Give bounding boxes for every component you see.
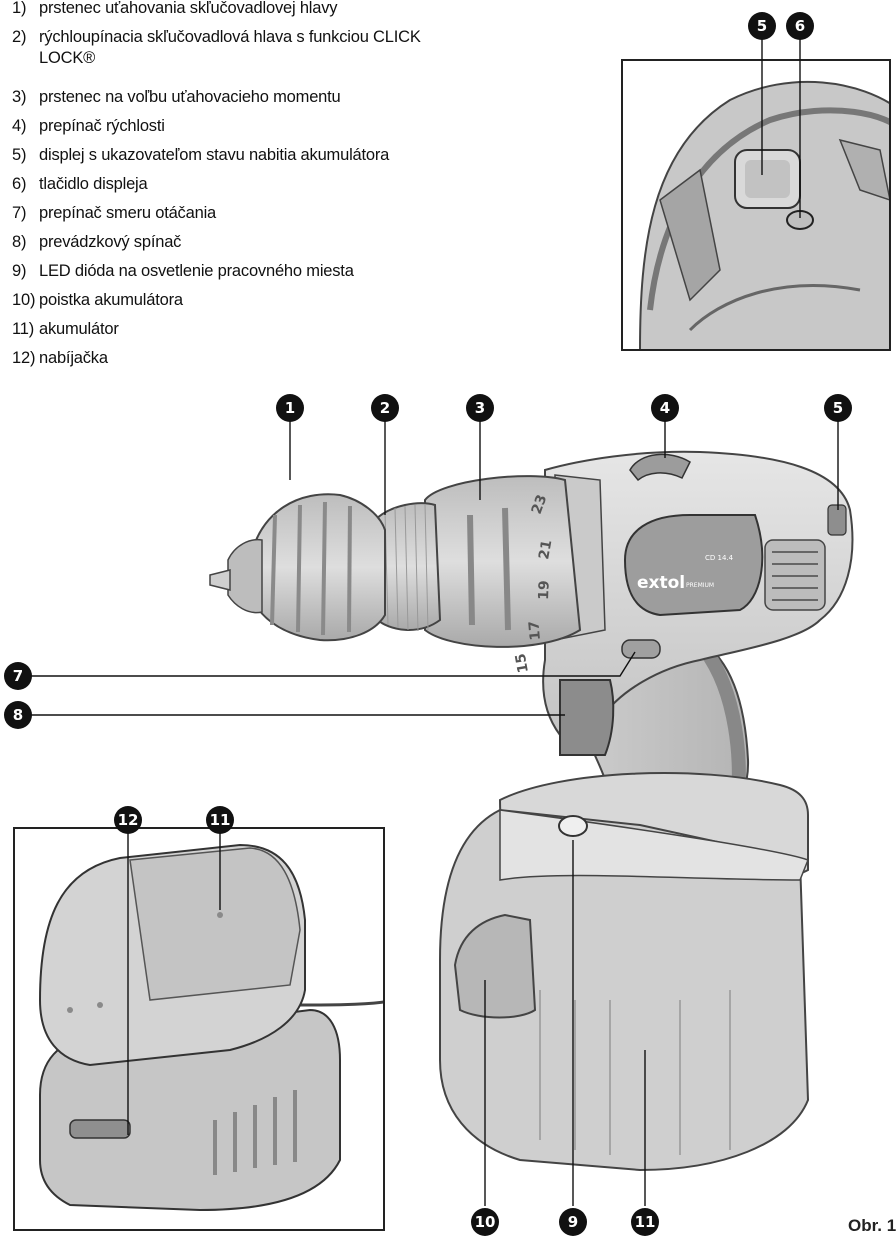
legend-text: prepínač rýchlosti	[39, 117, 165, 135]
legend-item-9: 9) LED dióda na osvetlenie pracovného mie…	[12, 261, 482, 282]
callout-badge: 5	[748, 12, 776, 40]
callout-badge: 3	[466, 394, 494, 422]
legend-item-11: 11)akumulátor	[12, 319, 482, 340]
legend-item-6: 6) tlačidlo displeja	[12, 174, 482, 195]
svg-text:12: 12	[118, 811, 139, 829]
callout-badge: 7	[4, 662, 32, 690]
torque-mark: 19	[536, 580, 553, 600]
callout-badge: 6	[786, 12, 814, 40]
charger-inset	[13, 827, 385, 1231]
legend-text: prstenec na voľbu uťahovacieho momentu	[39, 88, 341, 106]
legend-item-8: 8) prevádzkový spínač	[12, 232, 482, 253]
legend-text: rýchloupínacia skľučovadlová hlava s fun…	[39, 28, 421, 46]
torque-mark: 17	[526, 620, 544, 641]
legend-text: akumulátor	[39, 320, 119, 338]
legend-number: 2)	[12, 28, 27, 46]
callout-badge: 10	[471, 1208, 499, 1236]
legend-item-10: 10)poistka akumulátora	[12, 290, 482, 311]
legend-text: nabíjačka	[39, 349, 108, 367]
callout-badge: 12	[114, 806, 142, 834]
legend-number: 3)	[12, 88, 27, 106]
callout-badge: 2	[371, 394, 399, 422]
legend-number: 1)	[12, 0, 27, 17]
inset-frame	[621, 59, 891, 351]
torque-mark: 23	[529, 493, 551, 517]
legend-number: 8)	[12, 233, 27, 251]
brand-sub: PREMIUM	[686, 582, 714, 589]
callout-badge: 1	[276, 394, 304, 422]
legend-number: 10)	[12, 291, 36, 309]
svg-text:10: 10	[475, 1213, 496, 1231]
legend-item-2: 2) rýchloupínacia skľučovadlová hlava s f…	[12, 27, 482, 69]
legend-text: displej s ukazovateľom stavu nabitia aku…	[39, 146, 390, 164]
legend-number: 6)	[12, 175, 27, 193]
svg-text:6: 6	[795, 17, 805, 35]
legend-text-continued: LOCK®	[39, 49, 96, 67]
torque-mark: 15	[513, 652, 532, 674]
legend-item-12: 12)nabíjačka	[12, 348, 482, 369]
callout-badge: 5	[824, 394, 852, 422]
drill: extol PREMIUM CD 14.4 23 21 19 17 15	[209, 360, 854, 1172]
svg-text:7: 7	[13, 667, 23, 685]
svg-text:11: 11	[210, 811, 231, 829]
legend-number: 7)	[12, 204, 27, 222]
svg-text:9: 9	[568, 1213, 578, 1231]
legend-item-7: 7) prepínač smeru otáčania	[12, 203, 482, 224]
legend-item-3: 3) prstenec na voľbu uťahovacieho momentu	[12, 87, 482, 108]
svg-text:1: 1	[285, 399, 295, 417]
legend-text: prstenec uťahovania skľučovadlovej hlavy	[39, 0, 338, 17]
callout-badge: 8	[4, 701, 32, 729]
legend-number: 12)	[12, 349, 36, 367]
legend-text: prepínač smeru otáčania	[39, 204, 217, 222]
inset-frame	[13, 827, 385, 1231]
svg-text:8: 8	[13, 706, 23, 724]
legend-number: 11)	[12, 320, 35, 338]
model-label: CD 14.4	[705, 554, 734, 562]
callout-badge: 4	[651, 394, 679, 422]
callout-badge: 11	[206, 806, 234, 834]
legend-text: tlačidlo displeja	[39, 175, 148, 193]
svg-text:5: 5	[833, 399, 843, 417]
callout-badge: 11	[631, 1208, 659, 1236]
figure-label: Obr. 1	[848, 1216, 896, 1235]
brand-logo: extol	[637, 573, 685, 593]
svg-text:2: 2	[380, 399, 390, 417]
legend-text: LED dióda na osvetlenie pracovného miest…	[39, 262, 354, 280]
legend-item-5: 5) displej s ukazovateľom stavu nabitia a…	[12, 145, 482, 166]
display-inset	[621, 59, 891, 351]
legend-number: 9)	[12, 262, 27, 280]
legend-number: 4)	[12, 117, 27, 135]
callout-badge: 9	[559, 1208, 587, 1236]
svg-text:11: 11	[635, 1213, 656, 1231]
svg-text:4: 4	[660, 399, 670, 417]
leader-lines	[30, 38, 839, 1206]
legend-text: poistka akumulátora	[39, 291, 183, 309]
legend-item-4: 4) prepínač rýchlosti	[12, 116, 482, 137]
svg-text:3: 3	[475, 399, 485, 417]
callouts: 5 6 1 2 3 4 5 7 8 12 11 10 9 11	[4, 12, 852, 1236]
legend-item-1: 1) prstenec uťahovania skľučovadlovej hla…	[12, 0, 482, 19]
svg-text:5: 5	[757, 17, 767, 35]
legend-number: 5)	[12, 146, 27, 164]
torque-mark: 21	[536, 539, 555, 561]
legend-text: prevádzkový spínač	[39, 233, 182, 251]
